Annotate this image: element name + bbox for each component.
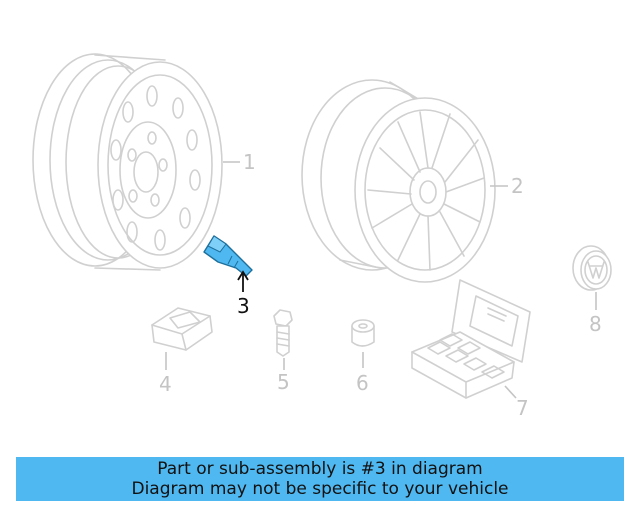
- callout-3: 3: [237, 294, 250, 318]
- parts-diagram: 1 2 3 4: [32, 53, 612, 420]
- tpms-sensor-part[interactable]: 4: [151, 307, 213, 396]
- banner-line-1: Part or sub-assembly is #3 in diagram: [157, 459, 483, 479]
- callout-8: 8: [589, 312, 602, 336]
- callout-6: 6: [356, 371, 369, 395]
- banner-line-2: Diagram may not be specific to your vehi…: [131, 479, 509, 499]
- lug-bolt-part[interactable]: 5: [273, 309, 293, 394]
- sensor-kit-case-part[interactable]: 7: [411, 279, 531, 420]
- steel-wheel-part[interactable]: 1: [32, 53, 256, 271]
- callout-7: 7: [516, 396, 529, 420]
- info-banner: Part or sub-assembly is #3 in diagram Di…: [16, 457, 624, 501]
- callout-1: 1: [243, 150, 256, 174]
- callout-4: 4: [159, 372, 172, 396]
- valve-stem-part[interactable]: 3: [203, 235, 253, 318]
- alloy-wheel-part[interactable]: 2: [301, 79, 524, 283]
- lug-nut-part[interactable]: 6: [351, 319, 375, 395]
- callout-5: 5: [277, 370, 290, 394]
- center-cap-part[interactable]: 8: [572, 245, 612, 336]
- callout-2: 2: [511, 174, 524, 198]
